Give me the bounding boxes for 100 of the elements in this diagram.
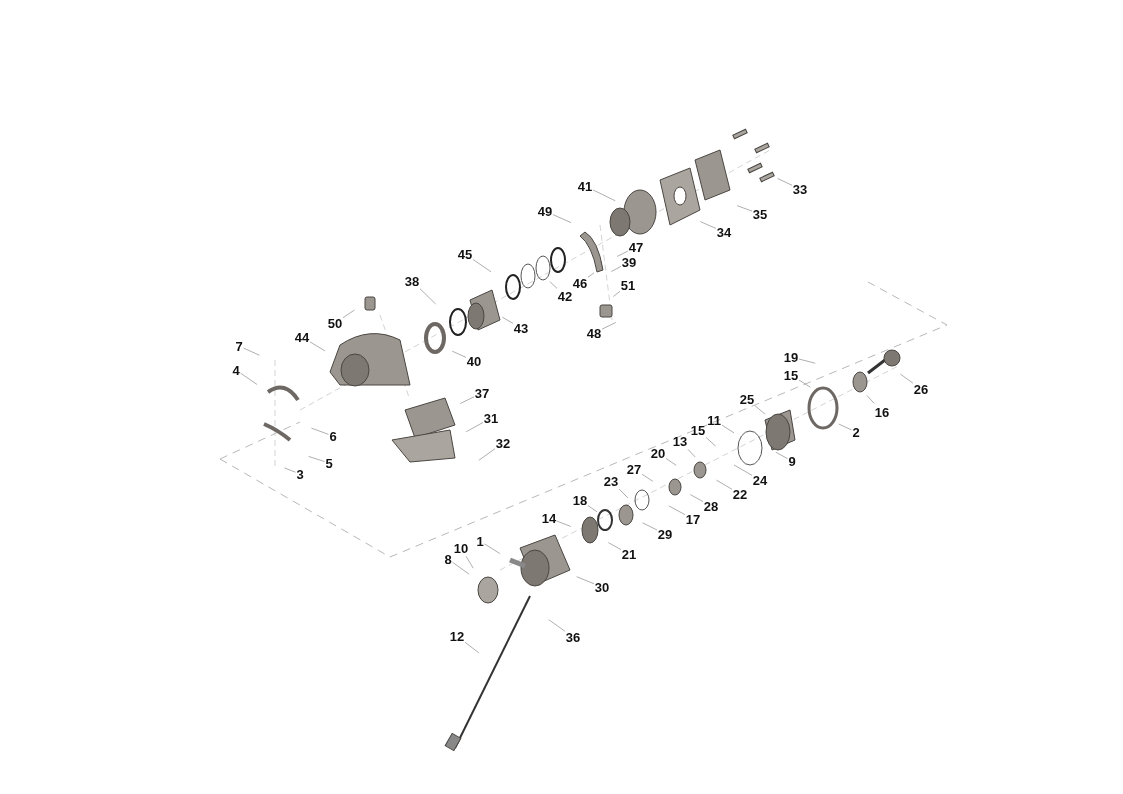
callout-number: 42 [557, 288, 573, 304]
callout-number: 43 [513, 320, 529, 336]
leader-line [611, 265, 622, 272]
leader-line [419, 288, 436, 305]
leader-line [465, 556, 474, 569]
leader-line [736, 205, 753, 212]
leader-line [641, 473, 654, 482]
callout-number: 7 [235, 338, 243, 354]
callout-number: 9 [788, 453, 796, 469]
callout-number: 14 [541, 510, 557, 526]
callout-number: 39 [621, 254, 637, 270]
callout-number: 1 [476, 533, 484, 549]
leader-line [665, 458, 677, 466]
leader-line [556, 520, 572, 527]
callout-number: 40 [466, 353, 482, 369]
leader-line [798, 379, 811, 388]
leader-line [721, 424, 735, 434]
callout-number: 35 [752, 206, 768, 222]
leader-line [642, 522, 658, 531]
leader-line [484, 543, 501, 554]
callout-number: 41 [577, 178, 593, 194]
callout-number: 49 [537, 203, 553, 219]
leader-line [705, 436, 716, 447]
leader-line [452, 561, 470, 575]
callout-number: 34 [716, 224, 732, 240]
leader-line [587, 272, 595, 278]
leader-line [775, 451, 788, 459]
callout-number: 21 [621, 546, 637, 562]
leader-line [716, 479, 733, 490]
callout-number: 26 [913, 381, 929, 397]
leader-line [592, 189, 616, 202]
callout-number: 15 [783, 367, 799, 383]
leader-line [501, 316, 514, 324]
leader-line [240, 372, 258, 385]
callout-number: 11 [707, 412, 721, 428]
callout-number: 4 [232, 362, 240, 378]
leader-line [798, 358, 816, 364]
leader-line [552, 214, 572, 224]
leader-line [549, 281, 558, 289]
leader-line [342, 309, 355, 319]
leader-line [616, 250, 629, 257]
callout-number: 12 [449, 628, 465, 644]
callout-number: 46 [572, 275, 588, 291]
callout-number: 38 [404, 273, 420, 289]
callout-number: 10 [453, 540, 469, 556]
callout-number: 23 [603, 473, 619, 489]
leader-line [576, 576, 595, 585]
callout-number: 50 [327, 315, 343, 331]
callout-number: 33 [792, 181, 808, 197]
callout-number: 31 [483, 410, 499, 426]
leader-line [754, 405, 766, 415]
callout-number: 16 [874, 404, 890, 420]
leader-line [284, 467, 296, 473]
leader-line [243, 347, 260, 356]
leader-line [451, 350, 467, 358]
leader-line [311, 427, 329, 435]
leader-line [700, 221, 717, 229]
callout-number: 2 [852, 424, 860, 440]
leader-line [478, 448, 496, 461]
callout-number: 18 [572, 492, 588, 508]
callout-number: 36 [565, 629, 581, 645]
leader-line [618, 488, 629, 499]
callout-number: 19 [783, 349, 799, 365]
callout-number: 45 [457, 246, 473, 262]
leader-line [308, 456, 325, 462]
leader-line [459, 396, 475, 404]
leader-line [687, 449, 696, 458]
callout-number: 6 [329, 428, 337, 444]
callout-number: 20 [650, 445, 666, 461]
callout-number: 25 [739, 391, 755, 407]
leader-line [587, 505, 598, 513]
leader-line [733, 464, 753, 476]
callout-number: 51 [620, 277, 636, 293]
leader-line [613, 290, 621, 297]
callout-number: 22 [732, 486, 748, 502]
leader-line [777, 178, 793, 186]
callout-number: 17 [685, 511, 701, 527]
callout-number: 5 [325, 455, 333, 471]
leader-line [464, 641, 480, 654]
leader-line [465, 422, 484, 433]
callout-number: 44 [294, 329, 310, 345]
callout-number: 27 [626, 461, 642, 477]
leader-line [668, 505, 686, 516]
leader-line [548, 619, 566, 632]
callout-number: 8 [444, 551, 452, 567]
leader-line [608, 542, 622, 550]
callout-number: 3 [296, 466, 304, 482]
callout-number: 37 [474, 385, 490, 401]
callout-number: 13 [672, 433, 688, 449]
callout-number: 15 [690, 422, 706, 438]
callout-number: 30 [594, 579, 610, 595]
leader-line [309, 341, 326, 352]
leader-line [900, 373, 914, 384]
leader-line [866, 395, 875, 404]
callout-number: 48 [586, 325, 602, 341]
callout-number: 24 [752, 472, 768, 488]
callout-number: 29 [657, 526, 673, 542]
leader-line [601, 322, 617, 330]
leader-line [838, 423, 852, 431]
leader-line [472, 259, 492, 273]
